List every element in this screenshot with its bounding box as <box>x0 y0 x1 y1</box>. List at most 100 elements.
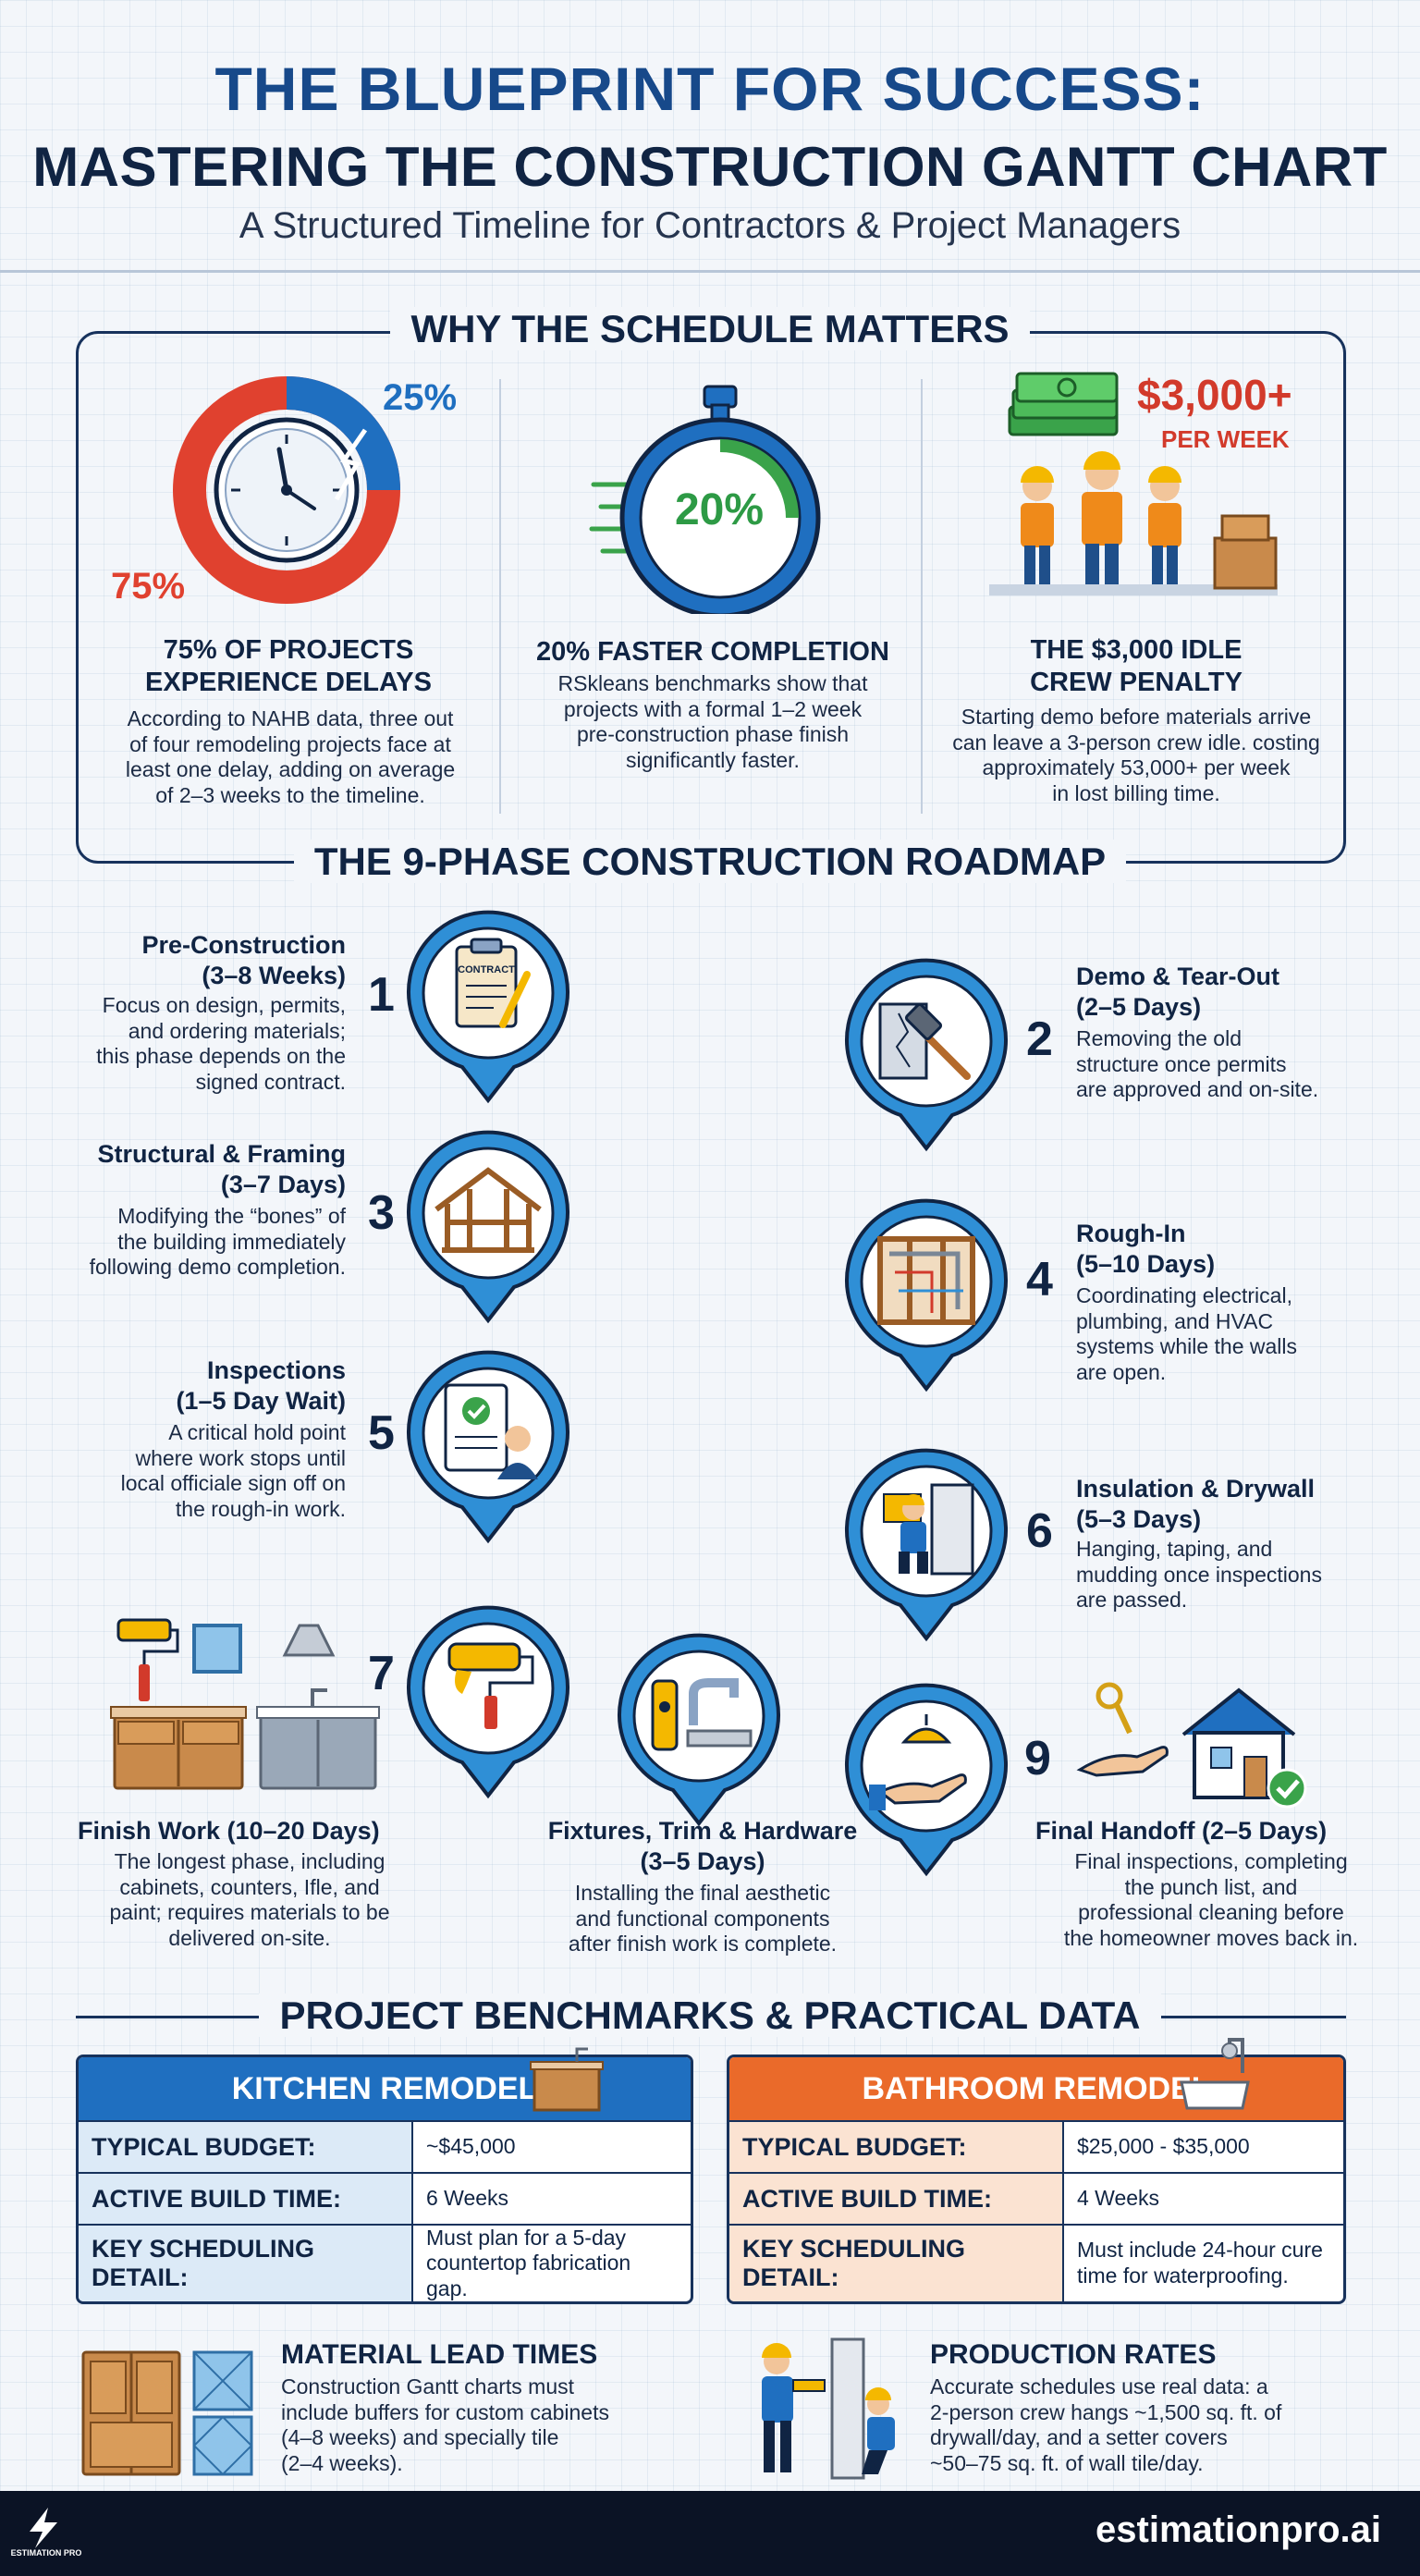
keys-icon <box>1076 1682 1169 1777</box>
idle-crew-illustration <box>989 451 1278 595</box>
phase-6-body: Hanging, taping, and mudding once inspec… <box>1076 1537 1322 1613</box>
production-crew-illustration <box>762 2337 895 2480</box>
donut-label-75: 75% <box>111 566 186 607</box>
bathtub-shower-icon <box>1180 2038 1250 2110</box>
stat-delays-title: 75% OF PROJECTS EXPERIENCE DELAYS <box>145 635 432 697</box>
table-row: TYPICAL BUDGET: $25,000 - $35,000 <box>729 2120 1343 2172</box>
house-icon <box>1181 1687 1296 1799</box>
phase-5-pin <box>407 1350 569 1544</box>
phase-1-pin: CONTRACT <box>407 910 569 1104</box>
bathroom-budget-value: $25,000 - $35,000 <box>1077 2134 1250 2159</box>
kitchen-cabinet-icon <box>530 2047 604 2112</box>
phase-9-body: Final inspections, completing the punch … <box>1063 1849 1359 1950</box>
table-row: KEY SCHEDULING DETAIL: Must plan for a 5… <box>79 2224 691 2301</box>
bathroom-time-value: 4 Weeks <box>1077 2186 1160 2211</box>
production-rates-title: PRODUCTION RATES <box>930 2339 1217 2370</box>
phase-8-body: Installing the final aesthetic and funct… <box>568 1881 838 1957</box>
phase-2-body: Removing the old structure once permits … <box>1076 1026 1319 1102</box>
house-framing-icon <box>435 1167 542 1253</box>
benchmarks-heading: PROJECT BENCHMARKS & PRACTICAL DATA <box>259 1993 1161 2037</box>
phase-3-number: 3 <box>368 1186 395 1240</box>
kitchen-card-title: KITCHEN REMODEL <box>231 2070 538 2106</box>
table-row: ACTIVE BUILD TIME: 6 Weeks <box>79 2172 691 2224</box>
material-lead-body: Construction Gantt charts must include b… <box>281 2374 609 2475</box>
table-row: TYPICAL BUDGET: ~$45,000 <box>79 2120 691 2172</box>
roadmap-heading-wrap: THE 9-PHASE CONSTRUCTION ROADMAP <box>0 840 1420 884</box>
stopwatch-progress <box>719 439 799 519</box>
phase-2-pin <box>845 958 1008 1152</box>
handoff-hand-icon <box>869 1714 967 1810</box>
phase-9-number: 9 <box>1024 1732 1051 1785</box>
production-rates-body: Accurate schedules use real data: a 2-pe… <box>930 2374 1282 2475</box>
vanity-sink-icon <box>256 1688 380 1790</box>
material-lead-title: MATERIAL LEAD TIMES <box>281 2339 598 2370</box>
bathroom-time-label: ACTIVE BUILD TIME: <box>729 2174 1064 2224</box>
donut-ontime-slice <box>286 376 400 491</box>
stopwatch-value: 20% <box>674 485 765 534</box>
stat-idle-title: THE $3,000 IDLE CREW PENALTY <box>1030 635 1242 697</box>
house-keys-illustration <box>1076 1682 1307 1809</box>
stat-faster-body: RSkleans benchmarks show that projects w… <box>557 671 868 772</box>
phase-5-number: 5 <box>368 1406 395 1460</box>
phase-1-title: Pre-Construction (3–8 Weeks) <box>141 931 346 989</box>
checkmark-icon <box>1267 1768 1307 1809</box>
page-subtitle: A Structured Timeline for Contractors & … <box>239 205 1181 246</box>
worker-kneeling-icon <box>862 2387 895 2474</box>
phase-8-pin <box>618 1633 780 1827</box>
phase-8-title: Fixtures, Trim & Hardware (3–5 Days) <box>547 1817 858 1875</box>
finish-work-illustration <box>110 1618 380 1790</box>
phase-7-title: Finish Work (10–20 Days) <box>78 1817 380 1845</box>
phase-4-number: 4 <box>1026 1253 1053 1306</box>
phase-7-body: The longest phase, including cabinets, c… <box>109 1849 390 1950</box>
crack-icon <box>334 428 368 501</box>
page-title: THE BLUEPRINT FOR SUCCESS: <box>214 55 1206 123</box>
worker-icon <box>1082 451 1122 584</box>
kitchen-detail-label: KEY SCHEDULING DETAIL: <box>79 2226 413 2301</box>
drywall-panel-icon <box>830 2337 865 2480</box>
footer-url-link[interactable]: estimationpro.ai <box>1096 2509 1381 2550</box>
kitchen-budget-value: ~$45,000 <box>426 2134 516 2159</box>
stopwatch-icon <box>589 385 821 614</box>
range-hood-icon <box>282 1624 336 1657</box>
paint-roller-icon <box>447 1642 534 1729</box>
table-row: ACTIVE BUILD TIME: 4 Weeks <box>729 2172 1343 2224</box>
phase-7-pin <box>407 1605 569 1799</box>
tile-icon <box>192 1624 242 1674</box>
inspection-checklist-icon <box>444 1383 538 1479</box>
why-heading-wrap: WHY THE SCHEDULE MATTERS <box>0 307 1420 351</box>
phase-5-body: A critical hold point where work stops u… <box>120 1420 346 1521</box>
bathroom-card-title: BATHROOM REMODEL <box>862 2070 1211 2106</box>
phase-4-pin <box>845 1198 1008 1392</box>
tile-sample-icon <box>192 2350 253 2476</box>
phase-5-title: Inspections (1–5 Day Wait) <box>176 1356 346 1415</box>
phase-2-title: Demo & Tear-Out (2–5 Days) <box>1076 963 1280 1021</box>
bathroom-budget-label: TYPICAL BUDGET: <box>729 2122 1064 2172</box>
why-divider-1 <box>499 379 501 814</box>
kitchen-cabinet-icon <box>110 1706 247 1790</box>
why-heading: WHY THE SCHEDULE MATTERS <box>390 307 1030 350</box>
wardrobe-cabinet-icon <box>81 2350 181 2476</box>
phase-6-pin <box>845 1448 1008 1642</box>
phase-6-number: 6 <box>1026 1504 1053 1558</box>
kitchen-time-value: 6 Weeks <box>426 2186 509 2211</box>
phase-9-pin <box>845 1683 1008 1877</box>
phase-6-title: Insulation & Drywall (5–3 Days) <box>1076 1475 1316 1533</box>
donut-label-25: 25% <box>383 377 458 418</box>
worker-icon <box>1148 466 1181 584</box>
wall-wiring-icon <box>877 1236 975 1325</box>
page-title-line2: MASTERING THE CONSTRUCTION GANTT CHART <box>32 136 1388 198</box>
benchmarks-heading-wrap: PROJECT BENCHMARKS & PRACTICAL DATA <box>0 1993 1420 2038</box>
phase-1-number: 1 <box>368 968 395 1022</box>
stat-idle-body: Starting demo before materials arrive ca… <box>952 705 1320 805</box>
idle-amount: $3,000+ <box>1137 371 1292 419</box>
bathroom-remodel-card: BATHROOM REMODEL TYPICAL BUDGET: $25,000… <box>727 2055 1346 2304</box>
phase-3-pin <box>407 1130 569 1324</box>
sledgehammer-icon <box>878 1002 971 1080</box>
material-lead-illustration <box>81 2350 253 2476</box>
kitchen-detail-value: Must plan for a 5-day countertop fabrica… <box>426 2225 631 2300</box>
phase-2-number: 2 <box>1026 1012 1053 1066</box>
delay-donut-chart <box>173 376 400 604</box>
phase-7-number: 7 <box>368 1647 395 1700</box>
kitchen-remodel-card: KITCHEN REMODEL TYPICAL BUDGET: ~$45,000… <box>76 2055 693 2304</box>
phase-3-title: Structural & Framing (3–7 Days) <box>97 1140 346 1198</box>
